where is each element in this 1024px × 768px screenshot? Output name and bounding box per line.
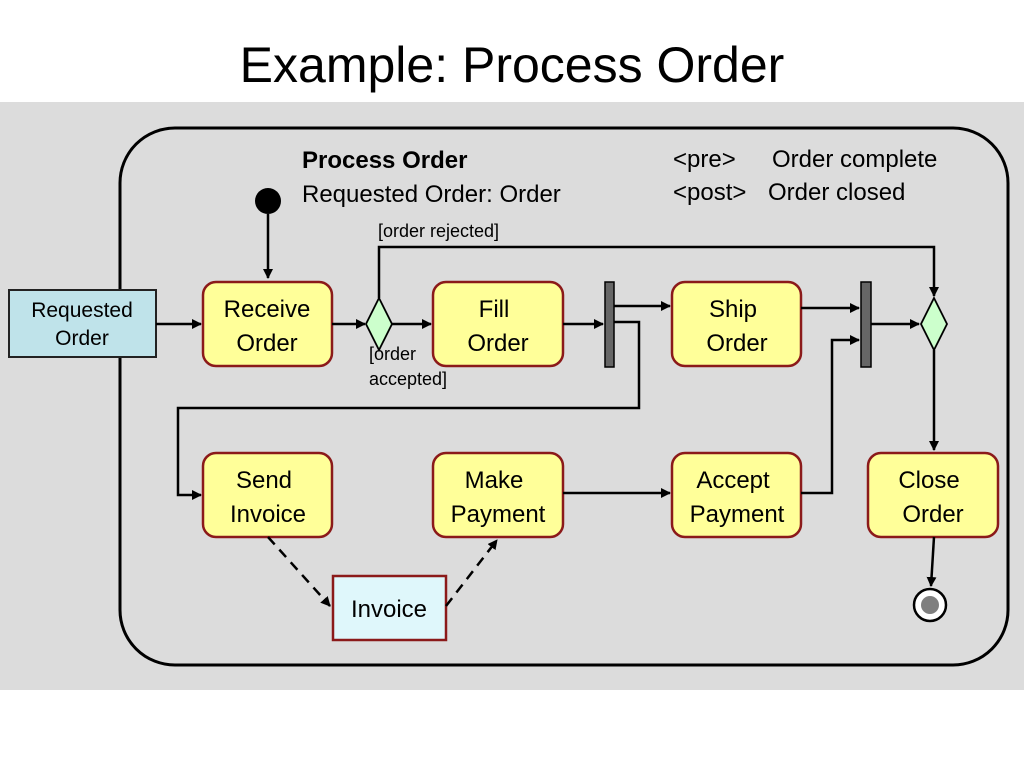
requested-order-label-line2: Order: [55, 327, 109, 350]
accept-payment-label-line1: Accept: [696, 467, 770, 494]
invoice-object: [331, 574, 448, 642]
send-invoice-label-line2: Invoice: [230, 501, 306, 528]
ship-order-label-line2: Order: [706, 330, 767, 357]
pre-condition: Order complete: [772, 146, 937, 173]
initial-node: [255, 188, 281, 214]
flow-send-invoice-to-invoice: [267, 536, 331, 607]
slide-title: Example: Process Order: [239, 37, 785, 93]
fill-order-label-line1: Fill: [479, 296, 510, 323]
ship-order-label-line1: Ship: [709, 296, 757, 323]
fill-order-label-line2: Order: [467, 330, 528, 357]
invoice-label: Invoice: [351, 596, 427, 623]
requested-order-object: [8, 289, 157, 358]
post-label: <post>: [673, 179, 746, 206]
activity-frame: [118, 126, 1010, 667]
guard-order-accepted-line2: accepted]: [369, 369, 447, 389]
merge-node: [919, 295, 949, 353]
make-payment-label-line1: Make: [465, 467, 524, 494]
activity-name: Process Order: [302, 147, 467, 174]
close-order-label-line1: Close: [898, 467, 959, 494]
accept-payment-action: [670, 451, 803, 539]
diagram-panel: [0, 102, 1024, 690]
flow-fork-to-send-invoice: [176, 320, 641, 500]
requested-order-label-line1: Requested: [31, 299, 133, 322]
send-invoice-action: [201, 451, 334, 539]
accept-payment-label-line2: Payment: [690, 501, 785, 528]
send-invoice-label-line1: Send: [236, 467, 292, 494]
flow-close-to-final: [926, 536, 937, 587]
flow-order-rejected: [377, 245, 939, 298]
guard-order-accepted-line1: [order: [369, 344, 416, 364]
receive-order-label-line2: Order: [236, 330, 297, 357]
ship-order-action: [670, 280, 803, 368]
post-condition: Order closed: [768, 179, 905, 206]
make-payment-label-line2: Payment: [451, 501, 546, 528]
pre-label: <pre>: [673, 146, 736, 173]
flow-invoice-to-make-payment: [445, 539, 498, 607]
close-order-label-line2: Order: [902, 501, 963, 528]
decision-node: [364, 295, 394, 353]
fork-bar: [604, 281, 615, 368]
final-node: [912, 587, 948, 623]
join-bar: [860, 281, 872, 368]
guard-order-rejected: [order rejected]: [378, 221, 499, 241]
flow-accept-payment-to-join: [801, 335, 860, 495]
make-payment-action: [431, 451, 565, 539]
receive-order-label-line1: Receive: [224, 296, 311, 323]
activity-parameter: Requested Order: Order: [302, 181, 561, 208]
